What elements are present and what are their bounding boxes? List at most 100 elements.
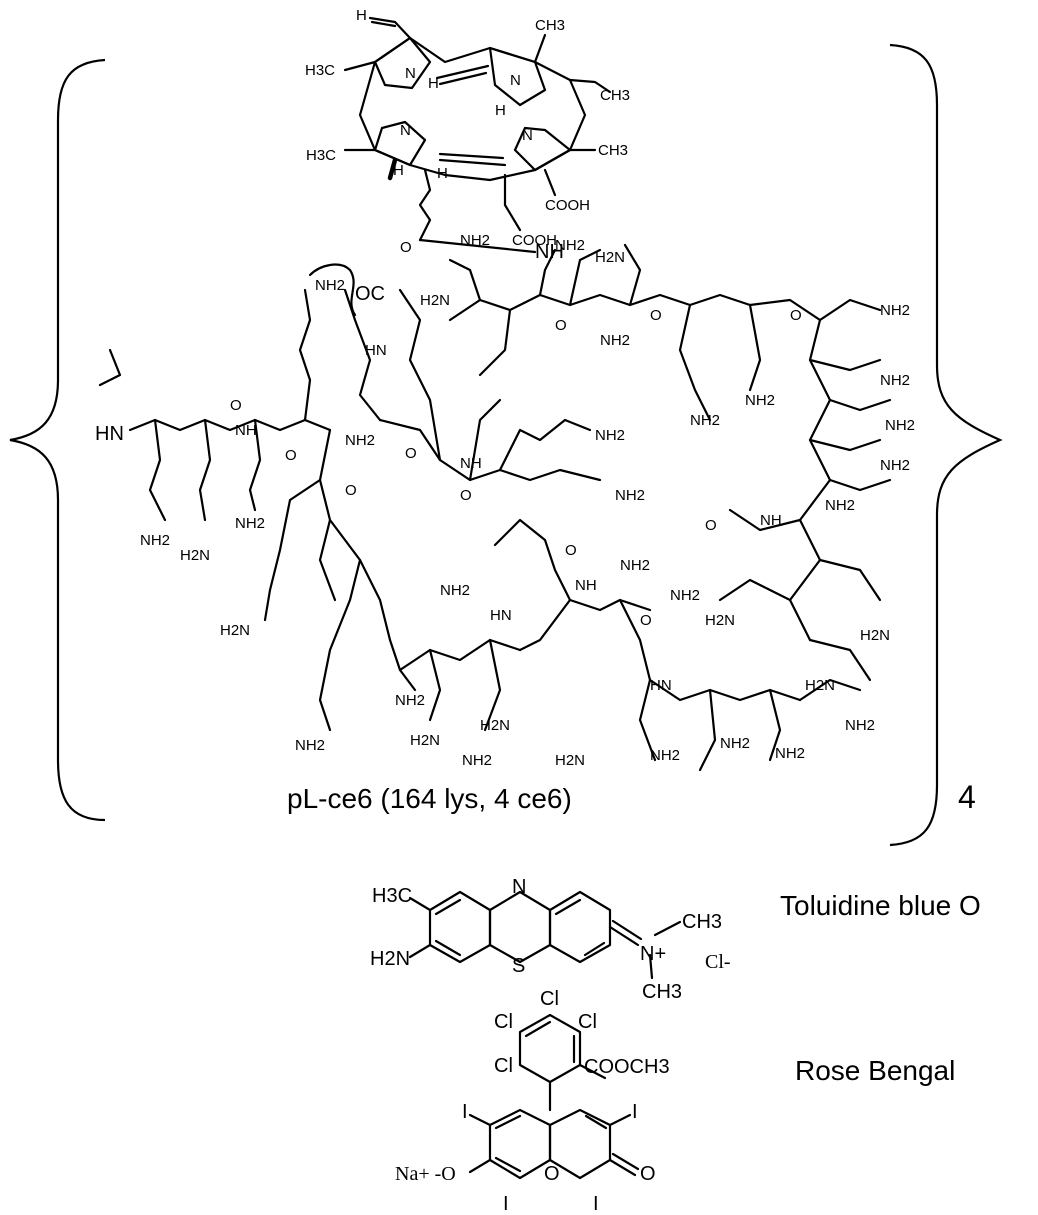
h2n-label-7: H2N [595, 249, 625, 266]
nh2-label-1: NH2 [140, 532, 170, 549]
h2n-label-2: H2N [220, 622, 250, 639]
ring-h-label-3: H [393, 162, 404, 179]
nh2-label-19: NH2 [885, 417, 915, 434]
nh2-label-20: NH2 [880, 457, 910, 474]
vinyl-label: H [356, 7, 367, 24]
h2n-label-3: H2N [410, 732, 440, 749]
rose-bengal-name: Rose Bengal [795, 1055, 955, 1086]
o-label-7: O [640, 612, 652, 629]
polylysine-backbone [98, 243, 892, 772]
rb-cl-label-2: Cl [494, 1011, 513, 1033]
right-curly-brace [889, 43, 1003, 847]
nh-label-2: NH [235, 422, 257, 439]
chlorin-e6-ring [343, 16, 612, 242]
nh2-label-16: NH2 [745, 392, 775, 409]
o-label-1: O [230, 397, 242, 414]
nh2-label-11: NH2 [615, 487, 645, 504]
o-label-10: O [650, 307, 662, 324]
tbo-ring-s-label: S [512, 955, 525, 977]
nh2-label-13: NH2 [620, 557, 650, 574]
nh2-label-6: NH2 [462, 752, 492, 769]
rose-bengal-structure [468, 1013, 640, 1180]
o-label-8: O [705, 517, 717, 534]
rb-cl-label-1: Cl [540, 988, 559, 1010]
nh2-label-18: NH2 [880, 372, 910, 389]
nh2-label-21: NH2 [825, 497, 855, 514]
h2n-label-5: H2N [555, 752, 585, 769]
nh-label-5: NH [760, 512, 782, 529]
h2n-label-6: H2N [420, 292, 450, 309]
rb-i-label-1: I [462, 1101, 468, 1123]
nh2-label-14: NH2 [555, 237, 585, 254]
ring-ch3-label-2: CH3 [600, 87, 630, 104]
linker-carbonyl-o-label: O [400, 239, 412, 256]
terminal-hn-label: HN [95, 423, 124, 445]
nh2-label-15: NH2 [690, 412, 720, 429]
rb-cl-label-4: Cl [494, 1055, 513, 1077]
o-label-5: O [460, 487, 472, 504]
nh2-label-8: NH2 [460, 232, 490, 249]
o-label-4: O [405, 445, 417, 462]
rb-cooch3-label: COOCH3 [584, 1056, 670, 1078]
h2n-label-10: H2N [805, 677, 835, 694]
rb-i-label-2: I [632, 1101, 638, 1123]
nh2-label-26: NH2 [650, 747, 680, 764]
ring-h3c-label-1: H3C [305, 62, 335, 79]
hn-label-3: HN [365, 342, 387, 359]
nh2-label-4: NH2 [295, 737, 325, 754]
ring-h-label-2: H [495, 102, 506, 119]
rb-carbonyl-o-label: O [640, 1163, 656, 1185]
linker-nh-label: NH [535, 241, 564, 263]
toluidine-blue-o-name: Toluidine blue O [780, 890, 981, 921]
polymer-multiplier: 4 [958, 779, 976, 815]
tbo-ch3-label-1: CH3 [682, 911, 722, 933]
o-label-11: O [555, 317, 567, 334]
ring-n-label-3: N [400, 122, 411, 139]
o-label-6: O [565, 542, 577, 559]
tbo-cation-label: N+ [640, 943, 666, 965]
ring-h-label-1: H [428, 75, 439, 92]
rb-counterion-label: Na+ -O [395, 1163, 456, 1185]
tbo-ch3-label-2: CH3 [642, 981, 682, 1003]
oc-label: OC [355, 283, 385, 305]
o-label-2: O [285, 447, 297, 464]
nh2-label-24: NH2 [775, 745, 805, 762]
tbo-counterion-label: Cl- [705, 951, 731, 973]
toluidine-blue-o-structure [408, 890, 682, 980]
h2n-label-1: H2N [180, 547, 210, 564]
nh2-label-25: NH2 [720, 735, 750, 752]
nh2-label-10: NH2 [595, 427, 625, 444]
cooh-label-1: COOH [545, 197, 590, 214]
ring-ch3-label-1: CH3 [535, 17, 565, 34]
nh2-label-23: NH2 [845, 717, 875, 734]
h2n-label-4: H2N [480, 717, 510, 734]
rb-i-label-4: I [593, 1193, 599, 1215]
polymer-caption: pL-ce6 (164 lys, 4 ce6) [287, 783, 572, 814]
ring-n-label-1: N [405, 65, 416, 82]
hn-label-2: HN [650, 677, 672, 694]
nh2-label-22: NH2 [670, 587, 700, 604]
nh-label-3: NH [460, 455, 482, 472]
ring-h-label-4: H [437, 165, 448, 182]
o-label-3: O [345, 482, 357, 499]
ring-n-label-4: N [522, 127, 533, 144]
rb-ring-o-label: O [544, 1163, 560, 1185]
left-curly-brace [9, 58, 106, 822]
hn-label-4: HN [490, 607, 512, 624]
h2n-label-9: H2N [860, 627, 890, 644]
o-label-9: O [790, 307, 802, 324]
ring-n-label-2: N [510, 72, 521, 89]
nh2-label-7: NH2 [345, 432, 375, 449]
nh2-label-2: NH2 [235, 515, 265, 532]
tbo-ring-n-label: N [512, 876, 526, 898]
nh2-label-12: NH2 [440, 582, 470, 599]
nh-label-4: NH [575, 577, 597, 594]
ring-ch3-label-3: CH3 [598, 142, 628, 159]
nh2-label-5: NH2 [395, 692, 425, 709]
h2n-label-8: H2N [705, 612, 735, 629]
rb-i-label-3: I [503, 1193, 509, 1215]
nh2-label-17: NH2 [880, 302, 910, 319]
nh2-label-3: NH2 [315, 277, 345, 294]
cooh-label-2: COOH [512, 232, 557, 249]
